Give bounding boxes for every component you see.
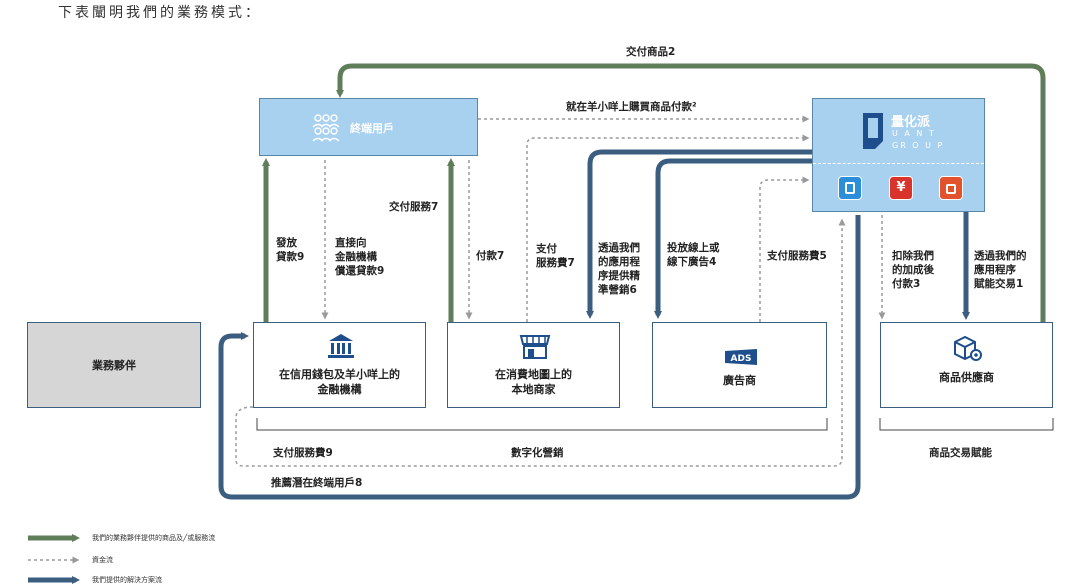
yen-app-icon: ¥ [889,176,913,200]
legend-solution-label: 我們提供的解決方案流 [92,576,162,584]
recommend-users-label: 推薦潛在終端用戶8 [271,477,363,489]
storefront-icon [519,335,551,359]
pay-merchant-arrow [526,134,810,322]
pay-service-fee-merchant-label: 支付 服務費7 [536,243,575,269]
local-merchants-label: 在消費地圖上的 本地商家 [495,368,572,396]
deliver-goods-arrow [336,63,1046,324]
goods-supplier-box: 商品供應商 [880,322,1053,408]
goods-transaction-label: 透過我們的 應用程序 賦能交易1 [974,250,1027,290]
svg-text:ADS: ADS [731,354,752,364]
quant-group-logo-icon [863,113,883,149]
precision-marketing-label: 透過我們 的應用程 序提供精 準營銷6 [598,242,640,296]
fi-service-fee-arrow [235,218,846,467]
advertise-arrow [654,158,812,319]
deliver-service-label: 交付服務7 [389,201,439,213]
end-user-box: 終端用戶 [259,98,478,156]
business-partner-label: 業務夥伴 [92,359,136,372]
goods-supplier-label: 商品供應商 [939,371,994,384]
quant-group-box: 量化派 U A N T GR O U P ¥ [812,98,985,212]
ad-service-fee-arrow [759,176,810,322]
precision-marketing-arrow [586,149,812,319]
pay-goods-label: 就在羊小咩上購買商品付款² [566,101,697,113]
package-gear-icon [954,335,982,361]
quant-group-divider [813,163,984,164]
quant-group-name-en-2: GR O U P [892,141,945,150]
goods-enablement-bracket [879,418,1054,431]
recommend-users-arrow [218,215,861,500]
digital-marketing-bracket [256,418,828,431]
ads-sign-icon: ADS [725,349,757,365]
advertisers-label: 廣告商 [723,374,756,387]
quant-group-name-cn: 量化派 [891,115,931,130]
wallet-app-icon [838,176,862,200]
end-user-label: 終端用戶 [350,122,394,135]
bank-building-icon [328,334,354,358]
financial-institutions-label: 在信用錢包及羊小咩上的 金融機構 [279,368,400,396]
advertise-label: 投放線上或 線下廣告4 [667,242,720,268]
pay-service-fee-fi-label: 支付服務費9 [273,447,333,459]
digital-marketing-label: 數字化營銷 [511,447,564,459]
financial-institutions-box: 在信用錢包及羊小咩上的 金融機構 [253,322,426,408]
pay-label: 付款7 [476,250,505,262]
advertisers-box: ADS 廣告商 [652,322,827,408]
people-group-icon [312,114,340,142]
quant-group-name-en-1: U A N T [892,129,936,138]
disburse-loans-label: 發放 貸款9 [276,237,305,263]
business-partner-box: 業務夥伴 [27,322,201,408]
deducted-payment-label: 扣除我們 的加成後 付款3 [892,250,934,290]
legend-fund-label: 資金流 [92,556,113,564]
deliver-goods-label: 交付商品2 [626,46,676,58]
repay-loans-label: 直接向 金融機構 償還貸款9 [335,237,385,277]
shopping-bag-app-icon [939,176,963,200]
local-merchants-box: 在消費地圖上的 本地商家 [447,322,620,408]
goods-enablement-label: 商品交易賦能 [929,447,992,459]
legend-goods-label: 我們的業務夥伴提供的商品及╱或服務流 [92,534,216,542]
page-heading: 下表闡明我們的業務模式： [58,5,262,21]
pay-service-fee-ad-label: 支付服務費5 [767,250,827,262]
